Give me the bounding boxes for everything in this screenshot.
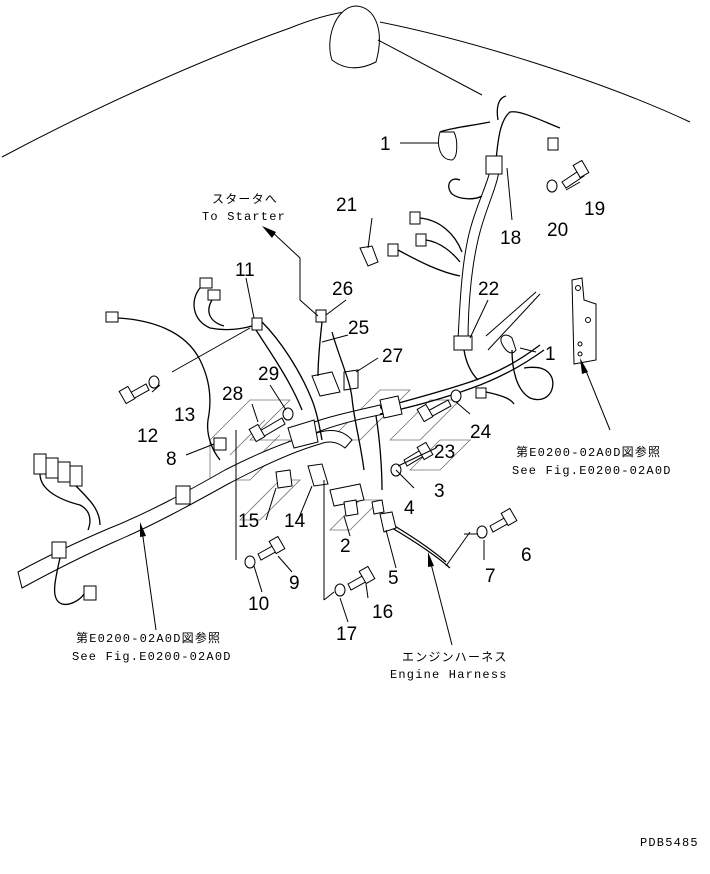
right-reference-en: See Fig.E0200-02A0D — [512, 464, 672, 478]
part-label: 8 — [166, 449, 177, 470]
part-label: 22 — [478, 279, 499, 300]
part-label: 14 — [284, 511, 306, 532]
part-label: 15 — [238, 511, 259, 532]
clamps — [275, 245, 403, 517]
left-reference-jp: 第E0200-02A0D図参照 — [76, 630, 221, 646]
part-label: 1 — [545, 344, 556, 365]
part-label: 3 — [434, 481, 445, 502]
starter-callout-en: To Starter — [202, 210, 286, 224]
part-label: 28 — [222, 384, 243, 405]
bolts-washers — [118, 159, 590, 597]
engine-harness-jp: エンジンハーネス — [402, 650, 508, 665]
starter-callout-jp: スタータへ — [212, 192, 278, 207]
leader-lines — [151, 142, 581, 623]
part-label: 12 — [137, 426, 158, 447]
part-label: 6 — [521, 545, 532, 566]
part-label: 18 — [500, 228, 521, 249]
main-harness — [17, 344, 545, 606]
part-label: 25 — [348, 318, 369, 339]
engine-harness-en: Engine Harness — [390, 668, 508, 682]
right-bracket — [571, 277, 597, 365]
part-label: 2 — [340, 536, 351, 557]
callout-arrows — [140, 226, 611, 646]
part-label: 17 — [336, 624, 357, 645]
part-label: 1 — [380, 134, 391, 155]
part-label: 24 — [470, 422, 492, 443]
part-label: 13 — [174, 405, 195, 426]
part-label: 9 — [289, 573, 300, 594]
part-label: 20 — [547, 220, 568, 241]
engine-harness-connector — [379, 511, 451, 569]
upper-harness — [387, 95, 561, 381]
part-label: 27 — [382, 346, 403, 367]
part-labels: 1 1 2 3 4 5 6 7 8 9 10 11 12 13 14 15 16… — [137, 134, 605, 645]
part-label: 16 — [372, 602, 393, 623]
right-reference-jp: 第E0200-02A0D図参照 — [516, 444, 661, 460]
part-label: 5 — [388, 568, 399, 589]
part-label: 7 — [485, 566, 496, 587]
part-label: 10 — [248, 594, 269, 615]
upper-left-branch — [105, 277, 323, 461]
ground-cable — [475, 334, 554, 405]
part-label: 26 — [332, 279, 353, 300]
part-label: 23 — [434, 442, 455, 463]
part-label: 29 — [258, 364, 279, 385]
callout-texts: スタータへ To Starter 第E0200-02A0D図参照 See Fig… — [72, 192, 699, 850]
part-label: 21 — [336, 195, 357, 216]
left-reference-en: See Fig.E0200-02A0D — [72, 650, 232, 664]
part-label: 4 — [404, 498, 415, 519]
cab-outline — [1, 5, 691, 158]
part-label: 19 — [584, 199, 605, 220]
part-label: 11 — [235, 260, 255, 281]
drawing-code: PDB5485 — [640, 836, 699, 850]
